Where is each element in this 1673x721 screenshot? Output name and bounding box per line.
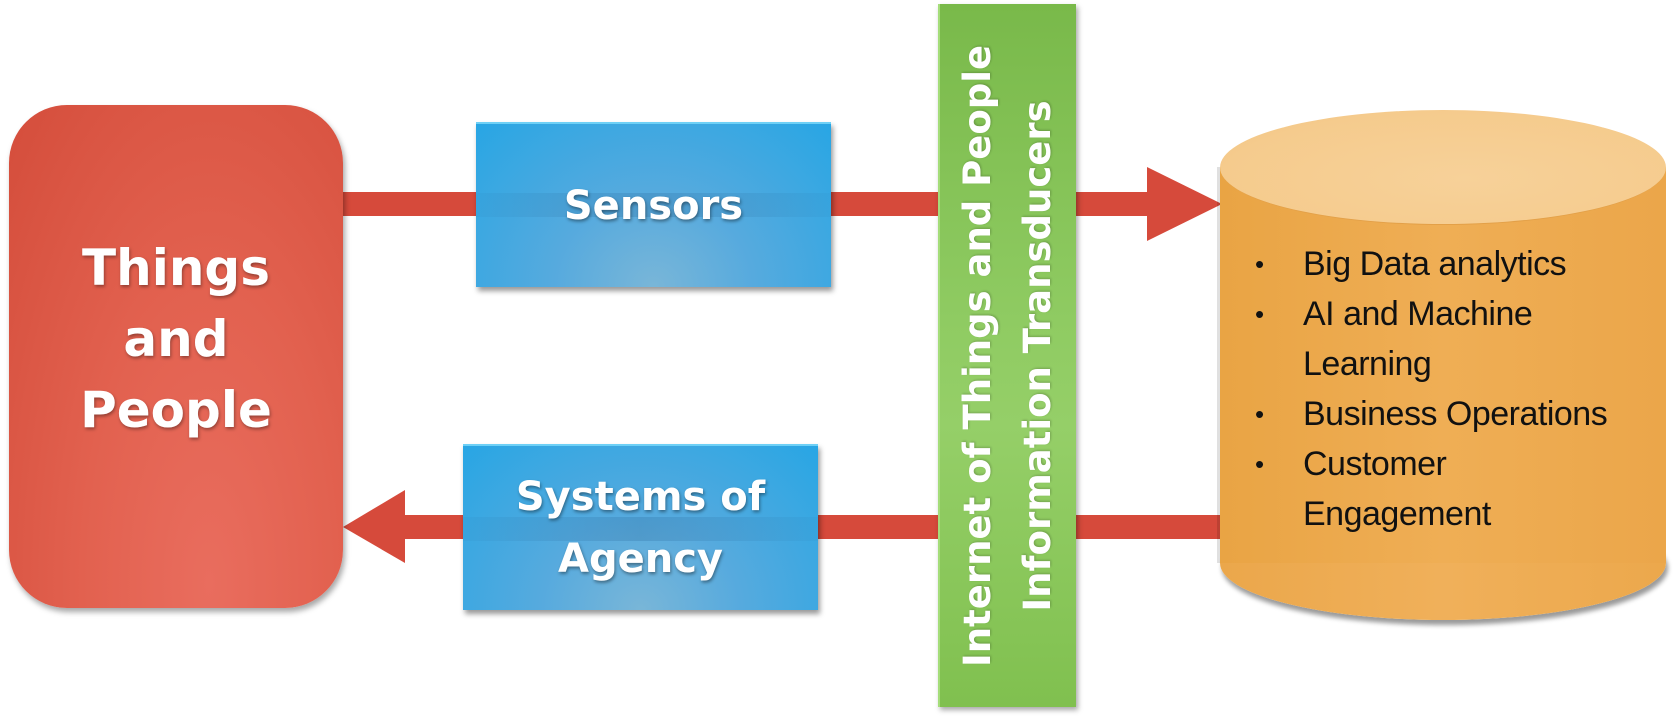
arrow-head-left <box>343 490 405 563</box>
label-line: People <box>80 381 272 439</box>
bullet-icon: • <box>1255 449 1264 479</box>
list-item-continuation: Engagement <box>1231 489 1607 539</box>
label-line: Agency <box>558 536 723 582</box>
list-item: • Big Data analytics <box>1231 239 1607 289</box>
transducers-bar: Internet of Things and People Informatio… <box>938 4 1076 707</box>
list-item-text: Customer <box>1303 445 1447 483</box>
cylinder-edge-shadow <box>1217 167 1220 563</box>
transducers-label: Internet of Things and People Informatio… <box>948 44 1068 666</box>
bullet-icon: • <box>1255 399 1264 429</box>
label-line: Systems of <box>515 474 766 520</box>
systems-of-agency-node: Systems of Agency <box>463 444 818 610</box>
arrow-head-right <box>1147 167 1222 241</box>
capability-list: • Big Data analytics • AI and Machine Le… <box>1231 239 1608 539</box>
sensors-label: Sensors <box>563 182 744 229</box>
systems-of-agency-label: Systems of Agency <box>516 466 765 590</box>
list-item-text: Learning <box>1303 345 1432 383</box>
analytics-cylinder: • Big Data analytics • AI and Machine Le… <box>1217 110 1666 620</box>
label-line: and <box>123 310 229 368</box>
arrow-band-overlay <box>463 517 818 541</box>
cylinder-body <box>1220 167 1666 563</box>
list-item-text: Business Operations <box>1303 395 1608 433</box>
bullet-icon: • <box>1255 249 1264 279</box>
list-item-text: Engagement <box>1303 495 1491 533</box>
arrow-band-overlay <box>476 193 831 217</box>
list-item-text: Big Data analytics <box>1303 245 1567 283</box>
bullet-icon: • <box>1255 299 1264 329</box>
things-and-people-label: Things and People <box>80 233 272 446</box>
list-item-text: AI and Machine <box>1303 295 1533 333</box>
list-item: • AI and Machine <box>1231 289 1607 339</box>
label-line: Internet of Things and People <box>956 44 999 667</box>
list-item: • Customer <box>1231 439 1607 489</box>
cylinder-top <box>1220 110 1666 225</box>
list-item-continuation: Learning <box>1231 339 1607 389</box>
label-line: Things <box>82 239 270 297</box>
sensors-node: Sensors <box>476 122 831 287</box>
label-line: Information Transducers <box>1016 99 1059 612</box>
list-item: • Business Operations <box>1231 389 1608 439</box>
things-and-people-node: Things and People <box>9 105 343 608</box>
